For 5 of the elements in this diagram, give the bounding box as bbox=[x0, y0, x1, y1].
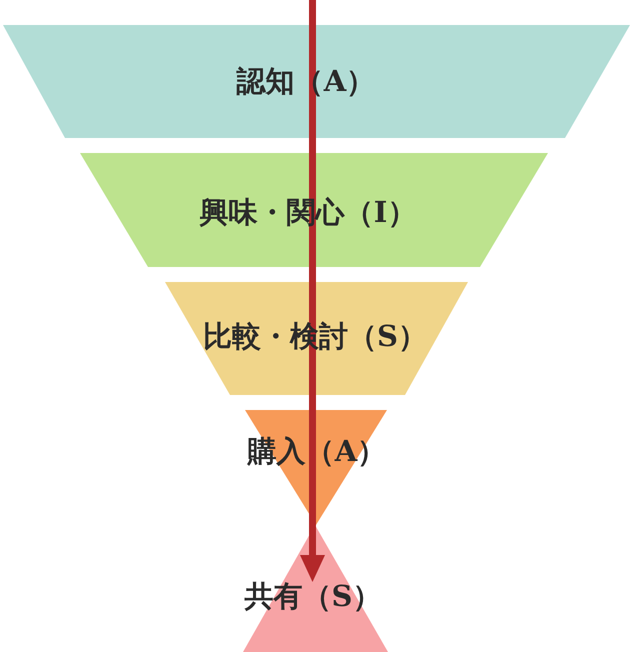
funnel-band bbox=[165, 282, 468, 395]
funnel-band bbox=[80, 153, 548, 267]
funnel-band bbox=[3, 25, 630, 138]
stage-label: 共有（S） bbox=[244, 578, 382, 615]
funnel-triangle bbox=[243, 525, 388, 652]
